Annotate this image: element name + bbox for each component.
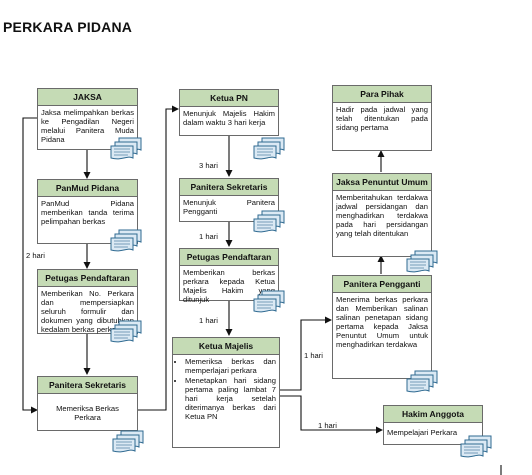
- box-text: PanMud Pidana memberikan tanda terima pe…: [41, 199, 134, 226]
- flow-box-ketua-pn: Ketua PN Menunjuk Majelis Hakim dalam wa…: [179, 89, 279, 136]
- duration-label: 1 hari: [199, 232, 218, 241]
- flow-box-para-pihak: Para Pihak Hadir pada jadwal yang telah …: [332, 85, 432, 151]
- document-stack-icon: [406, 370, 438, 393]
- box-title: Hakim Anggota: [384, 406, 482, 423]
- document-stack-icon: [110, 320, 142, 343]
- arrow-panitera-ketuapn: [138, 105, 179, 411]
- arrow-majelis-paniterapengganti: [280, 316, 332, 391]
- box-text: Menunjuk Panitera Pengganti: [183, 198, 275, 216]
- document-stack-icon: [253, 290, 285, 313]
- box-text: Mempelajari Perkara: [387, 428, 458, 437]
- box-title: Jaksa Penuntut Umum: [333, 174, 431, 191]
- box-title: Para Pihak: [333, 86, 431, 103]
- box-text: Jaksa melimpahkan berkas ke Pengadilan N…: [41, 108, 134, 144]
- box-title: Petugas Pendaftaran: [38, 270, 137, 287]
- document-stack-icon: [253, 137, 285, 160]
- page-title: PERKARA PIDANA: [3, 19, 133, 35]
- flow-box-jaksa-penuntut-umum: Jaksa Penuntut Umum Memberitahukan terda…: [332, 173, 432, 257]
- duration-label: 1 hari: [318, 421, 337, 430]
- box-text: Memeriksa Berkas Perkara: [56, 404, 119, 422]
- box-text: Hadir pada jadwal yang telah ditentukan …: [336, 105, 428, 132]
- document-stack-icon: [406, 250, 438, 273]
- duration-label: 3 hari: [199, 161, 218, 170]
- document-stack-icon: [253, 210, 285, 233]
- box-title: Ketua PN: [180, 90, 278, 107]
- duration-label: 2 hari: [26, 251, 45, 260]
- box-text: Menunjuk Majelis Hakim dalam waktu 3 har…: [183, 109, 275, 127]
- box-title: PanMud Pidana: [38, 180, 137, 197]
- arrow-majelis-hakim: [280, 395, 383, 434]
- flow-box-panitera-sekretaris: Panitera Sekretaris Memeriksa Berkas Per…: [37, 376, 138, 431]
- list-item: Menetapkan hari sidang pertama paling la…: [185, 376, 276, 421]
- box-title: Panitera Sekretaris: [180, 179, 278, 196]
- box-text: Menerima berkas perkara dan Memberikan s…: [336, 295, 428, 349]
- list-item: Memeriksa berkas dan memperlajari perkar…: [185, 357, 276, 375]
- flow-box-hakim-anggota: Hakim Anggota Mempelajari Perkara: [383, 405, 483, 445]
- box-text: Memberikan No. Perkara dan mempersiapkan…: [41, 289, 134, 334]
- box-title: Panitera Pengganti: [333, 276, 431, 293]
- document-stack-icon: [112, 430, 144, 453]
- box-title: JAKSA: [38, 89, 137, 106]
- document-stack-icon: [460, 435, 492, 458]
- flow-box-panmud: PanMud Pidana PanMud Pidana memberikan t…: [37, 179, 138, 244]
- duration-label: 1 hari: [199, 316, 218, 325]
- duration-label: 1 hari: [304, 351, 323, 360]
- flow-box-ketua-majelis: Ketua Majelis Memeriksa berkas dan mempe…: [172, 337, 280, 448]
- box-title: Panitera Sekretaris: [38, 377, 137, 394]
- box-text: Memberitahukan terdakwa jadwal persidang…: [336, 193, 428, 238]
- loop-two-days: [22, 117, 38, 414]
- document-stack-icon: [110, 137, 142, 160]
- flow-box-panitera-pengganti: Panitera Pengganti Menerima berkas perka…: [332, 275, 432, 379]
- box-list: Memeriksa berkas dan memperlajari perkar…: [173, 357, 279, 421]
- box-title: Petugas Pendaftaran: [180, 249, 278, 266]
- box-title: Ketua Majelis: [173, 338, 279, 355]
- document-stack-icon: [110, 229, 142, 252]
